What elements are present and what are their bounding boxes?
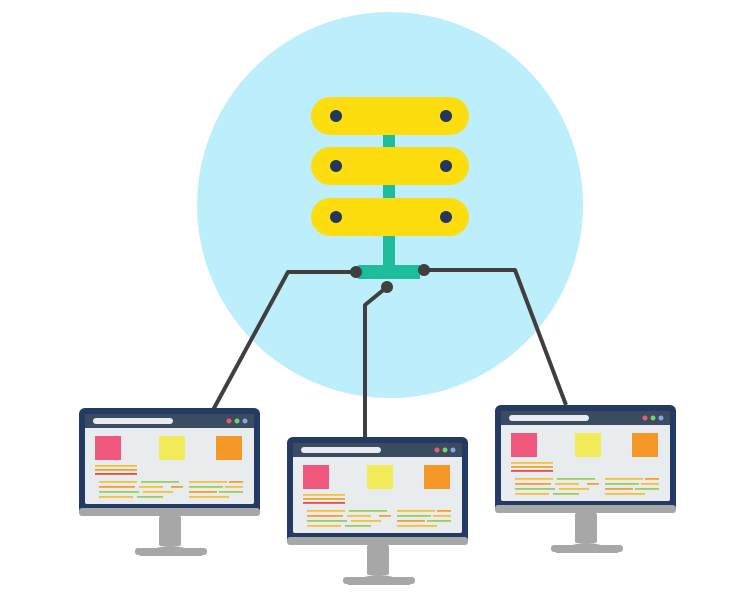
hub-port-bottom (381, 281, 393, 293)
desktop-monitor-icon (287, 437, 468, 585)
cable-right (424, 268, 568, 406)
hub-port-left (350, 266, 362, 278)
server-unit-2 (311, 147, 469, 185)
hub-port-right (418, 264, 430, 276)
desktop-monitor-icon (79, 408, 260, 556)
cable-left (211, 270, 356, 411)
cable-center (363, 285, 389, 437)
server-stack-icon (311, 97, 469, 293)
network-cables (211, 268, 568, 437)
server-unit-1 (311, 97, 469, 135)
desktop-monitor-icon (495, 405, 676, 553)
network-hub (358, 265, 420, 279)
server-unit-3 (311, 198, 469, 236)
